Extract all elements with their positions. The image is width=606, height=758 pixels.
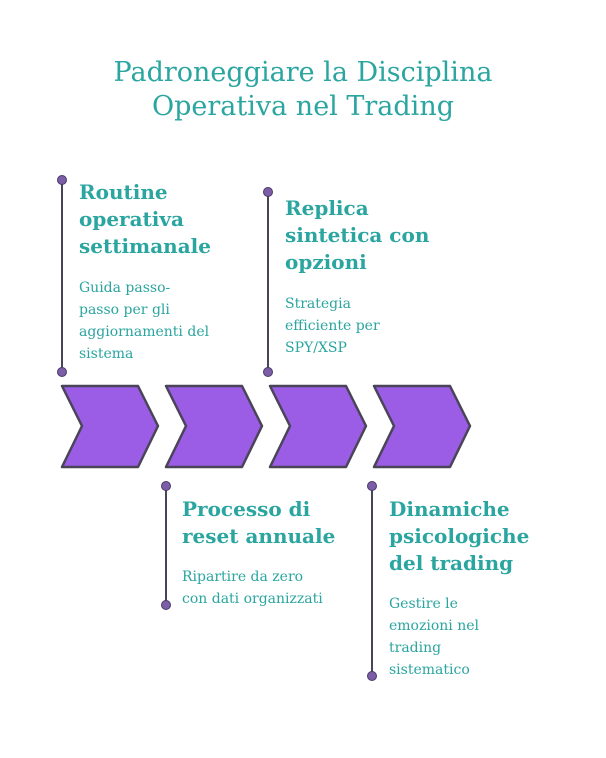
step-1-top-dot [57,175,67,185]
step-2-connector-line [165,486,167,604]
chevron-step-4 [372,384,472,469]
chevron-step-3 [268,384,368,469]
step-3-connector-line [267,192,269,372]
step-4-connector-line [371,486,373,676]
step-1-bottom-dot [57,367,67,377]
step-4-description: Gestire le emozioni nel trading sistemat… [389,596,479,678]
step-1-heading: Routine operativa settimanale [79,180,212,258]
chevron-step-1 [60,384,160,469]
step-2-top-dot [161,481,171,491]
step-4-top-dot [367,481,377,491]
step-2-description: Ripartire da zero con dati organizzati [182,569,323,607]
step-3-top-dot [263,187,273,197]
step-3-description: Strategia efficiente per SPY/XSP [285,296,380,356]
step-3-bottom-dot [263,367,273,377]
chevron-step-2 [164,384,264,469]
title-line-2: Operativa nel Trading [151,91,454,122]
title-line-1: Padroneggiare la Disciplina [113,57,493,88]
step-3-heading: Replica sintetica con opzioni [285,196,430,274]
step-2-bottom-dot [161,600,171,610]
step-2-heading: Processo di reset annuale [182,497,336,548]
page-title: Padroneggiare la Disciplina Operativa ne… [0,56,606,124]
step-4-bottom-dot [367,671,377,681]
step-4-heading: Dinamiche psicologiche del trading [389,497,530,575]
step-1-description: Guida passo- passo per gli aggiornamenti… [79,280,210,362]
step-1-connector-line [61,180,63,372]
